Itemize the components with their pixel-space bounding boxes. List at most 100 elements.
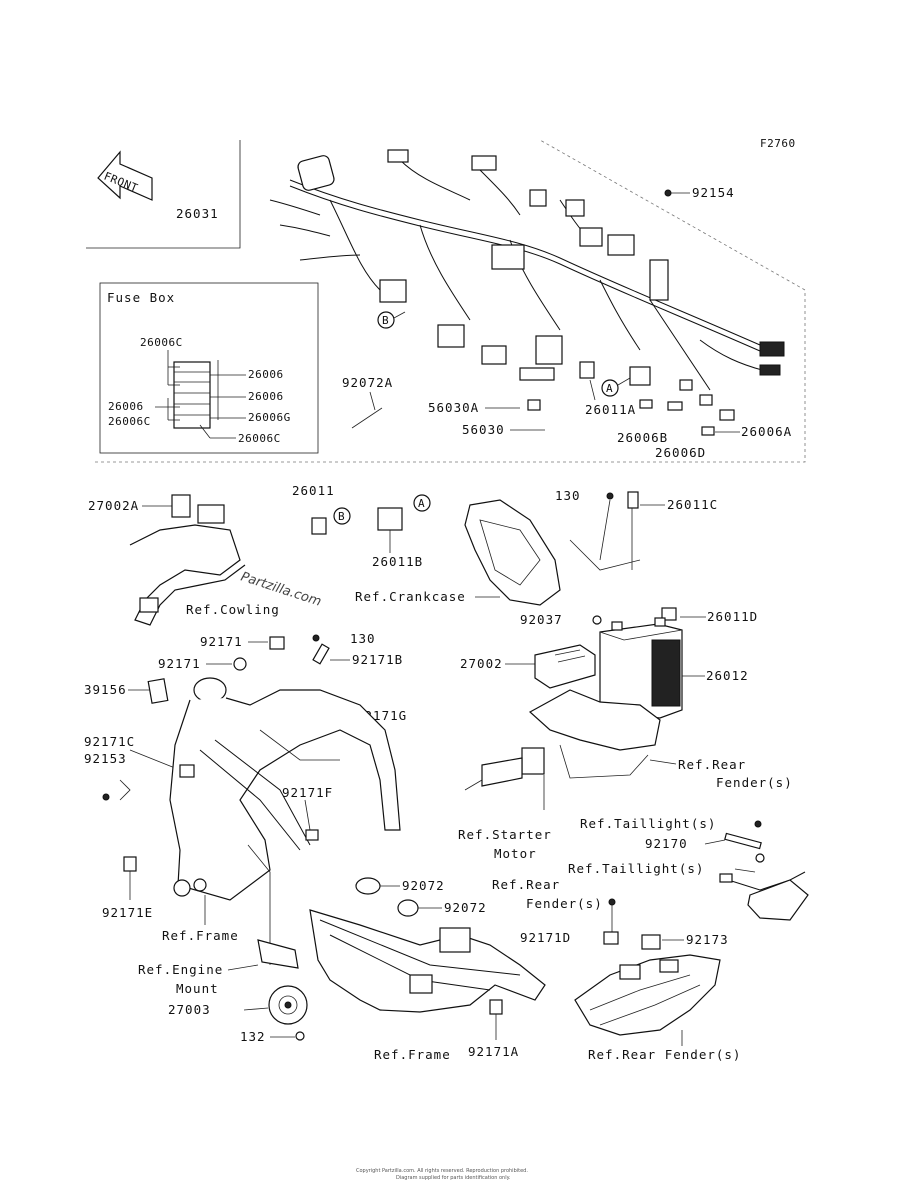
- callout-130-upper: 130: [555, 488, 581, 503]
- callout-92173: 92173: [686, 932, 729, 947]
- svg-text:A: A: [606, 382, 613, 395]
- ref-rear-fender-3: Ref.Rear Fender(s): [588, 1047, 741, 1062]
- taillight-harness: [719, 871, 809, 921]
- bolt-icon: [102, 793, 110, 801]
- callout-92153: 92153: [84, 751, 127, 766]
- cowling-bracket: [129, 494, 246, 626]
- callout-130-mid: 130: [350, 631, 376, 646]
- callout-26011D: 26011D: [707, 609, 758, 624]
- bolt-icon: [664, 189, 672, 197]
- ref-frame-1: Ref.Frame: [162, 928, 239, 943]
- panel-border: [86, 140, 241, 249]
- ref-rear-fender-2b: Fender(s): [526, 896, 603, 911]
- fuse-label-1: 26006C: [140, 336, 183, 349]
- callout-92072A: 92072A: [342, 375, 393, 390]
- battery-cable-terminal: [627, 491, 639, 509]
- callout-27002: 27002: [460, 656, 503, 671]
- ref-starter-a: Ref.Starter: [458, 827, 552, 842]
- harness-connectors: [297, 149, 785, 436]
- marker-b-lower: B: [333, 507, 351, 525]
- fuse-label-4: 26006: [108, 400, 144, 413]
- clamp-icon: [355, 877, 419, 917]
- fuse-block: [173, 361, 211, 429]
- copyright-line-2: Diagram supplied for parts identificatio…: [396, 1175, 511, 1181]
- ref-rear-fender-1a: Ref.Rear: [678, 757, 746, 772]
- callout-92171-a: 92171: [200, 634, 243, 649]
- ref-frame-2: Ref.Frame: [374, 1047, 451, 1062]
- callout-27003: 27003: [168, 1002, 211, 1017]
- callout-56030A: 56030A: [428, 400, 479, 415]
- callout-92171F: 92171F: [282, 785, 333, 800]
- connector-26011B: [377, 507, 403, 531]
- ecu-unit: [534, 644, 596, 689]
- ref-engine-mount-a: Ref.Engine: [138, 962, 223, 977]
- callout-26011C: 26011C: [667, 497, 718, 512]
- marker-a-upper: A: [601, 377, 631, 397]
- callout-26011B: 26011B: [372, 554, 423, 569]
- callout-92171D: 92171D: [520, 930, 571, 945]
- callout-92072-a: 92072: [402, 878, 445, 893]
- callout-92171E: 92171E: [102, 905, 153, 920]
- callout-92171A: 92171A: [468, 1044, 519, 1059]
- horn: [268, 985, 308, 1025]
- svg-text:B: B: [382, 314, 389, 327]
- battery: [599, 617, 683, 719]
- svg-text:B: B: [338, 510, 345, 523]
- connector-26011: [311, 517, 327, 535]
- fuse-label-5: 26006C: [108, 415, 151, 428]
- marker-a-lower: A: [413, 494, 431, 512]
- callout-92154: 92154: [692, 185, 735, 200]
- fuse-label-7: 26006C: [238, 432, 281, 445]
- callout-56030: 56030: [462, 422, 505, 437]
- fuse-label-2: 26006: [248, 368, 284, 381]
- callout-92171C: 92171C: [84, 734, 135, 749]
- bolt-icon: [754, 820, 762, 828]
- crankcase-outline: [464, 499, 561, 606]
- ref-taillight-1: Ref.Taillight(s): [580, 816, 716, 831]
- bolt-icon: [606, 492, 614, 500]
- ref-rear-fender-1b: Fender(s): [716, 775, 793, 790]
- callout-26006D: 26006D: [655, 445, 706, 460]
- callout-27002A: 27002A: [88, 498, 139, 513]
- battery-tray: [528, 689, 661, 751]
- marker-b-upper: B: [377, 311, 406, 329]
- fuse-box-title: Fuse Box: [107, 290, 175, 305]
- callout-92072-b: 92072: [444, 900, 487, 915]
- rear-fender: [574, 954, 721, 1036]
- callout-92170: 92170: [645, 836, 688, 851]
- cable-tie-icon: [351, 391, 383, 429]
- frame-main: [119, 677, 401, 901]
- callout-26012: 26012: [706, 668, 749, 683]
- svg-text:A: A: [418, 497, 425, 510]
- callout-92171B: 92171B: [352, 652, 403, 667]
- callout-26011: 26011: [292, 483, 335, 498]
- starter-relay: [464, 747, 545, 791]
- ref-crankcase: Ref.Crankcase: [355, 589, 466, 604]
- bolt-icon: [312, 634, 320, 642]
- callout-26011A: 26011A: [585, 402, 636, 417]
- callout-26031: 26031: [176, 206, 219, 221]
- callout-92171-b: 92171: [158, 656, 201, 671]
- copyright-line-1: Copyright Partzilla.com. All rights rese…: [356, 1168, 528, 1174]
- ref-rear-fender-2a: Ref.Rear: [492, 877, 560, 892]
- fuse-label-3: 26006: [248, 390, 284, 403]
- callout-92037: 92037: [520, 612, 563, 627]
- ref-cowling: Ref.Cowling: [186, 602, 280, 617]
- callout-39156: 39156: [84, 682, 127, 697]
- ref-taillight-2: Ref.Taillight(s): [568, 861, 704, 876]
- callout-26006B: 26006B: [617, 430, 668, 445]
- diagram-code: F2760: [760, 137, 796, 150]
- harness-frame-lines: [95, 139, 806, 463]
- callout-132: 132: [240, 1029, 266, 1044]
- engine-mount-bracket: [257, 939, 299, 969]
- fuse-label-6: 26006G: [248, 411, 291, 424]
- callout-26006A: 26006A: [741, 424, 792, 439]
- fuse-box-panel: Fuse Box 26006C 26006 26006 26006 26006C…: [99, 282, 319, 454]
- front-arrow-icon: FRONT: [97, 150, 153, 201]
- ref-starter-b: Motor: [494, 846, 537, 861]
- ref-engine-mount-b: Mount: [176, 981, 219, 996]
- rear-subframe: [309, 909, 546, 1013]
- bolt-icon: [608, 898, 616, 906]
